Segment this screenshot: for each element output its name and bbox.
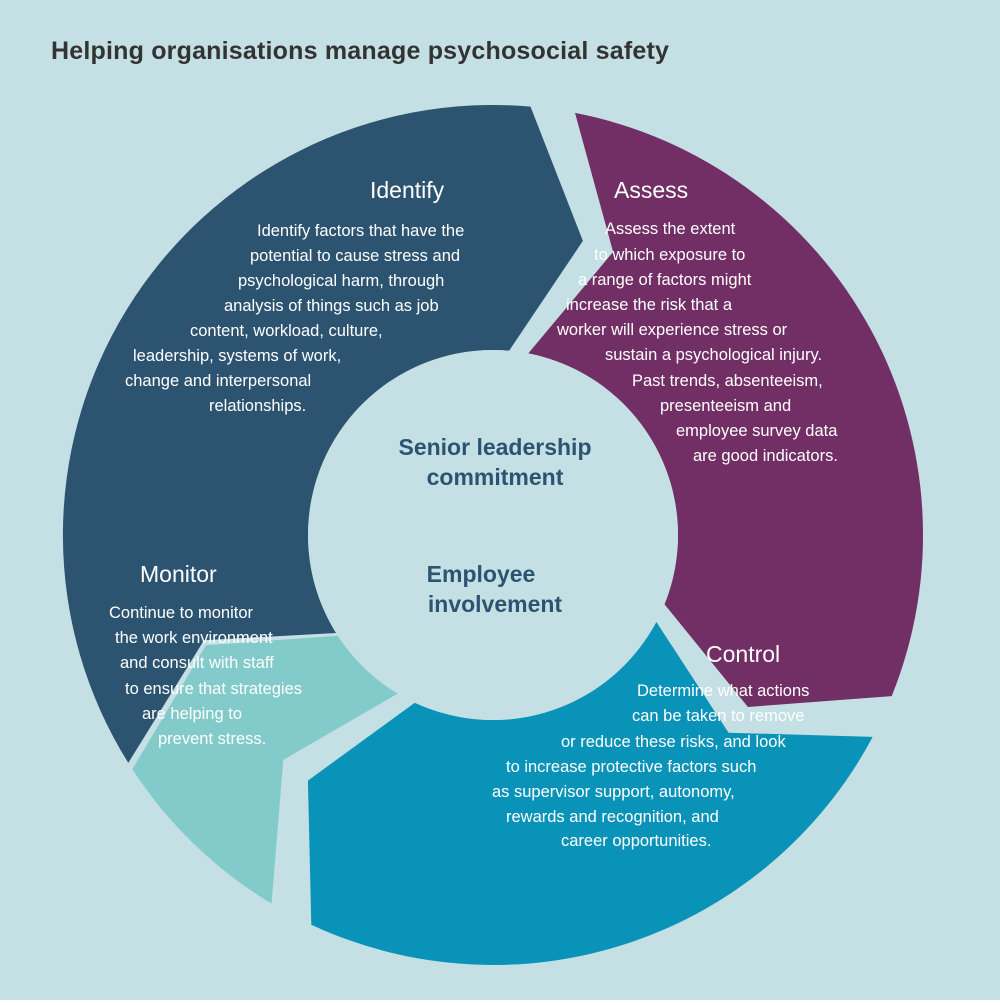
control-text-line: rewards and recognition, and: [506, 808, 719, 826]
control-title: Control: [706, 641, 781, 667]
monitor-text-line: prevent stress.: [158, 730, 267, 748]
assess-text-line: worker will experience stress or: [557, 321, 788, 339]
identify-text-line: potential to cause stress and: [250, 247, 461, 265]
monitor-text-line: are helping to: [142, 705, 242, 723]
identify-text-line: Identify factors that have the: [257, 222, 465, 240]
identify-text-line: psychological harm, through: [238, 272, 445, 290]
assess-segment: [528, 112, 924, 707]
control-segment: [307, 621, 873, 965]
control-text-line: career opportunities.: [561, 832, 712, 850]
identify-title: Identify: [370, 177, 445, 203]
page-title: Helping organisations manage psychosocia…: [51, 37, 670, 65]
assess-text-line: a range of factors might: [578, 271, 752, 289]
center-bottom-line: involvement: [427, 591, 563, 617]
assess-text-line: to which exposure to: [594, 246, 746, 264]
monitor-segment: [132, 635, 398, 904]
center-top-line: Senior leadership: [398, 434, 592, 460]
control-text-line: Determine what actions: [637, 682, 810, 700]
monitor-title: Monitor: [140, 561, 217, 587]
assess-text-line: presenteeism and: [660, 397, 792, 415]
monitor-text-line: and consult with staff: [120, 654, 274, 672]
identify-text-line: change and interpersonal: [125, 372, 312, 390]
identify-text-line: relationships.: [209, 397, 307, 415]
center-top-line: commitment: [426, 464, 564, 490]
center-circle: [308, 350, 678, 720]
monitor-text-line: Continue to monitor: [109, 604, 253, 622]
identify-text-line: content, workload, culture,: [190, 322, 383, 340]
identify-segment: [62, 104, 583, 763]
identify-text-line: leadership, systems of work,: [133, 347, 342, 365]
assess-title: Assess: [614, 177, 689, 203]
assess-text-line: Assess the extent: [605, 220, 736, 238]
control-text-line: can be taken to remove: [632, 707, 805, 725]
monitor-text-line: the work environment: [115, 629, 273, 647]
assess-text-line: employee survey data: [676, 422, 838, 440]
control-text-line: or reduce these risks, and look: [561, 733, 786, 751]
center-bottom-line: Employee: [426, 561, 536, 587]
assess-text-line: Past trends, absenteeism,: [632, 372, 823, 390]
control-text-line: as supervisor support, autonomy,: [492, 783, 735, 801]
assess-text-line: are good indicators.: [693, 447, 838, 465]
control-text-line: to increase protective factors such: [506, 758, 757, 776]
assess-text-line: increase the risk that a: [566, 296, 732, 314]
monitor-text-line: to ensure that strategies: [125, 680, 303, 698]
assess-text-line: sustain a psychological injury.: [605, 346, 823, 364]
identify-text-line: analysis of things such as job: [224, 297, 439, 315]
